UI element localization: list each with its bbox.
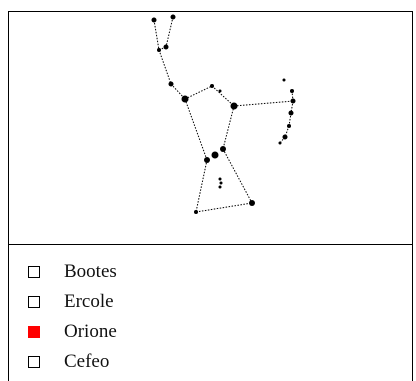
option-label: Bootes	[64, 261, 117, 282]
option-label: Cefeo	[64, 351, 110, 372]
quiz-frame: Bootes Ercole Orione Cefeo	[8, 11, 413, 381]
checkbox-bootes[interactable]	[28, 266, 40, 278]
option-label: Ercole	[64, 291, 114, 312]
option-label: Orione	[64, 321, 117, 342]
constellation-diagram	[151, 14, 296, 214]
checkbox-orione[interactable]	[28, 326, 40, 338]
option-orione[interactable]: Orione	[9, 318, 412, 348]
answer-options: Bootes Ercole Orione Cefeo	[9, 258, 412, 378]
checkbox-cefeo[interactable]	[28, 356, 40, 368]
checkbox-ercole[interactable]	[28, 296, 40, 308]
constellation-lines	[153, 16, 294, 213]
option-cefeo[interactable]: Cefeo	[9, 348, 412, 378]
constellation-figure	[9, 12, 412, 245]
stars	[151, 14, 296, 214]
option-bootes[interactable]: Bootes	[9, 258, 412, 288]
option-ercole[interactable]: Ercole	[9, 288, 412, 318]
